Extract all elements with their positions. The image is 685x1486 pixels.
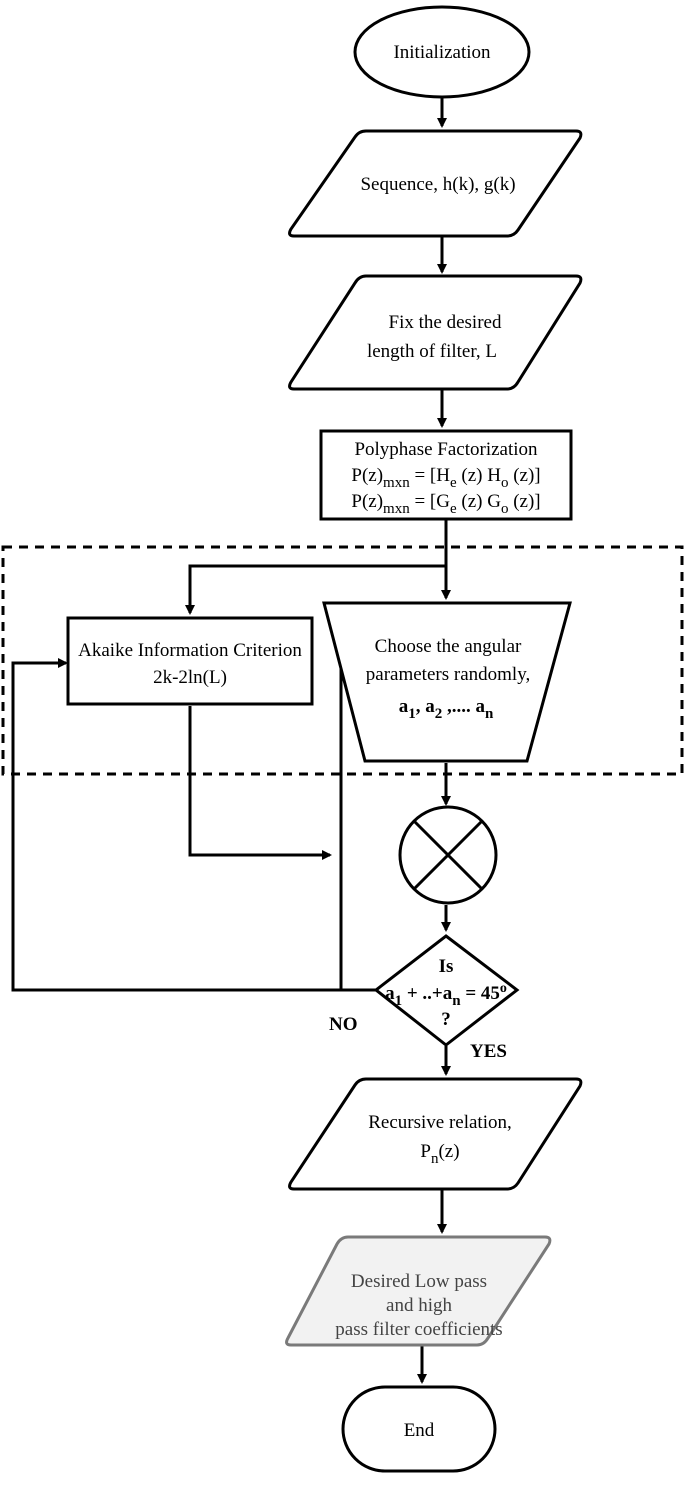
choose-line1: Choose the angular — [375, 636, 522, 657]
polyphase-eq-g: P(z)mxn = [Ge (z) Go (z)] — [351, 491, 540, 517]
recursive-line2: Pn(z) — [420, 1141, 459, 1167]
arrow-no-loop-to-aic — [11, 658, 376, 992]
start-terminal — [353, 5, 531, 99]
fix-length-input-box — [288, 274, 583, 391]
decision-eq: a1 + ..+an = 45o — [385, 981, 507, 1009]
fix-length-line1: Fix the desired — [389, 312, 502, 333]
yes-label: YES — [470, 1041, 507, 1062]
end-label: End — [404, 1420, 435, 1441]
output-line3: pass filter coefficients — [335, 1319, 502, 1340]
choose-parameters-box — [322, 601, 572, 763]
decision-is: Is — [439, 956, 454, 977]
end-terminal — [341, 1385, 497, 1473]
output-line2: and high — [386, 1295, 452, 1316]
fix-length-line2: length of filter, L — [367, 341, 497, 362]
output-line1: Desired Low pass — [351, 1271, 487, 1292]
multiplier-junction — [398, 805, 498, 905]
recursive-input-box — [288, 1077, 583, 1191]
aic-line1: Akaike Information Criterion — [78, 640, 302, 661]
aic-process-box — [66, 616, 314, 706]
sequence-label: Sequence, h(k), g(k) — [360, 174, 515, 195]
aic-line2: 2k-2ln(L) — [153, 667, 227, 688]
output-coefficients-box — [285, 1235, 552, 1347]
arrow-branch-to-aic — [185, 564, 446, 615]
polyphase-eq-h: P(z)mxn = [He (z) Ho (z)] — [351, 465, 540, 491]
sequence-input-box — [288, 129, 583, 238]
no-label: NO — [329, 1014, 358, 1035]
polyphase-process-box — [319, 429, 573, 521]
arrow-aic-to-multiplier — [188, 706, 332, 860]
decision-diamond — [373, 934, 520, 1047]
connectors — [11, 97, 451, 1384]
choose-params: a1, a2 ,.... an — [399, 696, 494, 722]
start-label: Initialization — [393, 42, 491, 63]
polyphase-title: Polyphase Factorization — [354, 439, 538, 460]
decision-q: ? — [441, 1009, 451, 1030]
choose-line2: parameters randomly, — [366, 664, 530, 685]
recursive-line1: Recursive relation, — [368, 1112, 512, 1133]
parameter-region-dashed-box — [1, 545, 684, 776]
